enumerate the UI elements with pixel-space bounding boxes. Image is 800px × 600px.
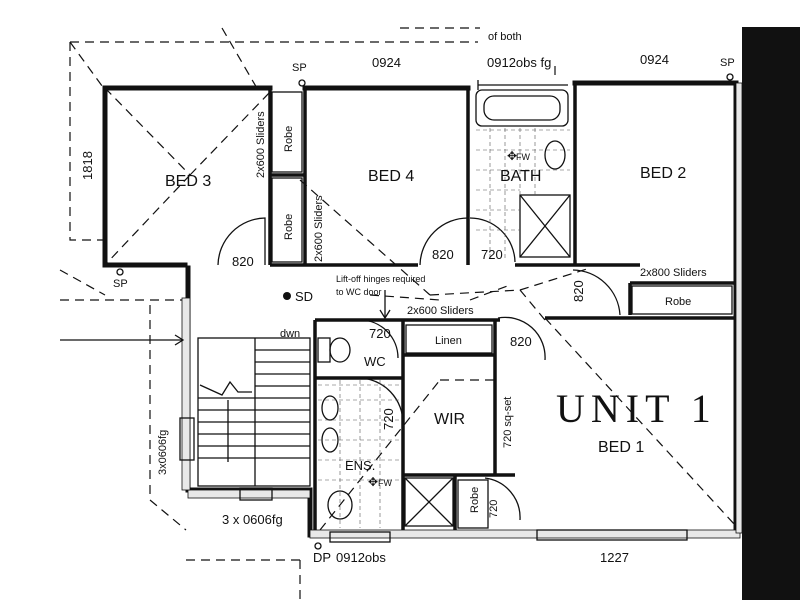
robe-a-label: Robe bbox=[283, 126, 295, 152]
floor-waste-ens-icon: ✥ bbox=[368, 475, 378, 489]
labels: of both 0924 0912obs fg 0924 SP SP SP 18… bbox=[80, 31, 735, 565]
sliders-bed3: 2x600 Sliders bbox=[255, 111, 267, 178]
stairs bbox=[60, 334, 311, 487]
linen-label: Linen bbox=[435, 335, 462, 347]
robe-ens-label: Robe bbox=[469, 487, 481, 513]
interior-walls bbox=[268, 83, 736, 530]
robe-bed2-label: Robe bbox=[665, 296, 691, 308]
room-bed2: BED 2 bbox=[640, 165, 686, 182]
bath-fixtures bbox=[317, 89, 571, 528]
dim-bottom-right: 1227 bbox=[600, 550, 629, 565]
room-ens: ENS. bbox=[345, 458, 375, 473]
window-left-label: 3x0606fg bbox=[157, 430, 169, 475]
door-bath: 720 bbox=[481, 247, 503, 262]
door-bed4: 820 bbox=[432, 247, 454, 262]
dim-top-left: 0924 bbox=[372, 55, 401, 70]
spout-top-icon bbox=[298, 79, 306, 87]
door-bed2: 820 bbox=[571, 280, 586, 302]
sp-left-label: SP bbox=[113, 278, 128, 290]
room-bed4: BED 4 bbox=[368, 168, 414, 185]
spout-left-icon bbox=[116, 268, 124, 276]
dim-left-side: 1818 bbox=[80, 151, 95, 180]
page-edge bbox=[742, 27, 800, 600]
cupboards bbox=[271, 91, 733, 529]
door-bed3: 820 bbox=[232, 254, 254, 269]
sp-top-label: SP bbox=[292, 62, 307, 74]
door-bed1: 820 bbox=[510, 334, 532, 349]
room-bed3: BED 3 bbox=[165, 173, 211, 190]
sliders-bed4: 2x600 Sliders bbox=[313, 195, 325, 262]
unit-title: UNIT 1 bbox=[556, 386, 717, 431]
door-robe: 720 bbox=[488, 500, 500, 518]
robe-b-label: Robe bbox=[283, 214, 295, 240]
spout-right-icon bbox=[726, 73, 734, 81]
sliders-bed2: 2x800 Sliders bbox=[640, 267, 707, 279]
wir-set-label: 720 sq-set bbox=[502, 397, 514, 448]
room-wir: WIR bbox=[434, 411, 465, 428]
symbols: ✥ ✥ bbox=[116, 73, 734, 550]
note-line2: to WC door bbox=[336, 287, 382, 297]
door-ens: 720 bbox=[381, 408, 396, 430]
fw-bath-label: FW bbox=[516, 152, 530, 162]
sp-right-label: SP bbox=[720, 57, 735, 69]
windows bbox=[179, 80, 688, 543]
dim-top-bath: 0912obs fg bbox=[487, 55, 551, 70]
sd-label: SD bbox=[295, 289, 313, 304]
room-bath: BATH bbox=[500, 168, 541, 185]
window-bottom-left-label: 3 x 0606fg bbox=[222, 512, 283, 527]
fw-ens-label: FW bbox=[378, 478, 392, 488]
outer-walls bbox=[102, 80, 743, 539]
floor-waste-bath-icon: ✥ bbox=[507, 149, 517, 163]
room-bed1: BED 1 bbox=[598, 439, 644, 456]
dim-bottom-door: 0912obs bbox=[336, 550, 386, 565]
sliders-linen: 2x600 Sliders bbox=[407, 305, 474, 317]
dwn-label: dwn bbox=[280, 328, 300, 340]
header-note: of both bbox=[488, 31, 522, 43]
smoke-detector-icon bbox=[283, 292, 291, 300]
room-wc: WC bbox=[364, 354, 386, 369]
doors bbox=[217, 217, 621, 521]
dim-top-right: 0924 bbox=[640, 52, 669, 67]
downpipe-icon bbox=[314, 542, 322, 550]
dp-label: DP bbox=[313, 550, 331, 565]
note-line1: Lift-off hinges required bbox=[336, 274, 425, 284]
door-wc: 720 bbox=[369, 326, 391, 341]
